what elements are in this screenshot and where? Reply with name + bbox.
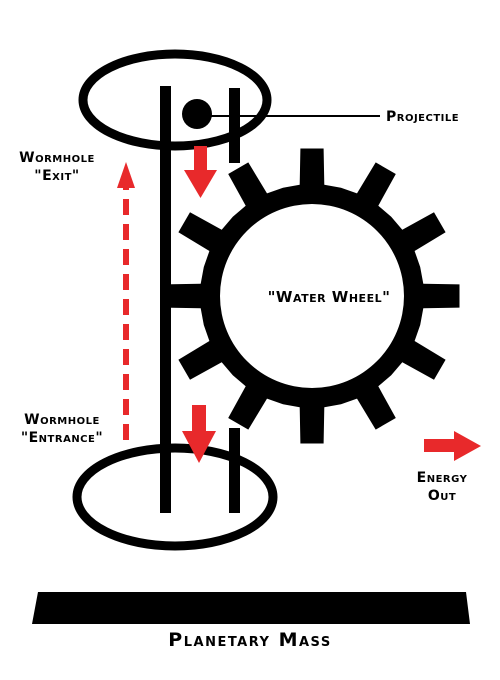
tube-right-wall-bottom	[229, 428, 240, 513]
projectile-ball	[182, 99, 212, 129]
wormhole-return-dashed-arrow	[117, 162, 135, 440]
planetary-mass-base	[32, 592, 470, 624]
wormhole-exit-label-line2: "Exit"	[34, 168, 79, 184]
down-arrow-top	[184, 146, 217, 198]
projectile-label: Projectile	[386, 109, 459, 125]
wormhole-entrance-label-line1: Wormhole	[24, 412, 100, 428]
energy-out-label-line2: Out	[428, 488, 456, 504]
energy-out-label-line1: Energy	[417, 470, 468, 486]
wormhole-entrance-ring	[72, 443, 278, 551]
water-wheel-label: "Water Wheel"	[268, 288, 391, 306]
down-arrow-bottom	[182, 405, 216, 463]
energy-out-arrow	[424, 431, 481, 461]
planetary-mass-label: Planetary Mass	[168, 629, 331, 651]
tube-right-wall-top	[229, 88, 240, 163]
wormhole-exit-ring	[78, 49, 272, 151]
water-wheel-gear	[164, 148, 460, 444]
wormhole-entrance-label-line2: "Entrance"	[21, 430, 103, 446]
wormhole-exit-label-line1: Wormhole	[19, 150, 95, 166]
